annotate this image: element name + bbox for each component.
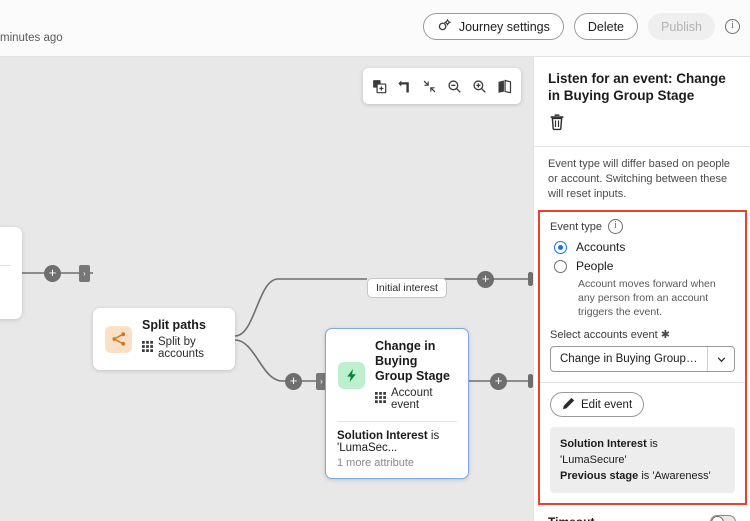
change-in-buying-group-stage-node[interactable]: Change in Buying Group Stage Account eve… — [325, 328, 469, 479]
accounts-event-select-value: Change in Buying Group Stage — [560, 353, 707, 365]
radio-people-indicator[interactable] — [554, 259, 567, 273]
top-bar: minutes ago Journey settings Delete — [0, 0, 750, 57]
chevron-down-icon[interactable] — [707, 347, 734, 371]
journey-settings-button[interactable]: Journey settings — [422, 13, 564, 40]
required-indicator: ✱ — [660, 329, 670, 341]
event-conditions-summary: Solution Interest is 'LumaSecure' Previo… — [550, 427, 735, 493]
panel-actions — [534, 104, 750, 146]
event-node-subtitle-row: Account event — [375, 387, 456, 411]
summary-attribute-name: Previous stage — [560, 470, 639, 482]
radio-accounts[interactable]: Accounts — [554, 240, 735, 254]
summary-attribute-name: Solution Interest — [560, 438, 647, 450]
event-node-attribute-name: Solution Interest — [337, 430, 428, 442]
accounts-event-select[interactable]: Change in Buying Group Stage — [550, 346, 735, 372]
event-type-highlight-region: Event type i Accounts People Account mov… — [538, 210, 747, 505]
timeout-section-header: Timeout — [534, 505, 750, 521]
minimap-icon[interactable] — [494, 75, 516, 97]
select-accounts-event-label: Select accounts event ✱ — [550, 328, 735, 341]
saved-status: minutes ago — [0, 32, 63, 44]
event-node-more-attributes[interactable]: 1 more attribute — [337, 457, 415, 469]
event-node-subtitle: Account event — [391, 387, 433, 411]
add-step-button-1[interactable]: + — [44, 265, 61, 282]
gear-icon — [437, 18, 452, 36]
expand-chevron-1[interactable]: › — [79, 265, 90, 282]
summary-attribute-value: is 'LumaSecure' — [560, 438, 658, 466]
event-config-panel: Listen for an event: Change in Buying Gr… — [533, 57, 750, 521]
add-step-button-4[interactable]: + — [490, 373, 507, 390]
expand-chevron-2[interactable]: › — [316, 373, 327, 390]
split-paths-node[interactable]: Split paths Split by accounts — [93, 308, 235, 370]
select-label-text: Select accounts event — [550, 329, 658, 341]
timeout-title: Timeout — [548, 515, 594, 521]
pencil-icon — [562, 397, 575, 413]
branch-label-initial-interest[interactable]: Initial interest — [367, 278, 447, 298]
event-node-title-line1: Change in Buying — [375, 339, 436, 368]
add-step-button-2[interactable]: + — [477, 271, 494, 288]
radio-people[interactable]: People — [554, 259, 735, 273]
split-paths-icon — [105, 325, 132, 353]
journey-canvas[interactable]: + › Split paths — [0, 57, 533, 521]
grid-icon — [375, 392, 386, 406]
split-paths-subtitle-row: Split by accounts — [142, 336, 223, 360]
event-bolt-icon — [338, 361, 365, 389]
timeout-toggle[interactable] — [710, 515, 736, 521]
node-divider — [337, 421, 457, 422]
journey-settings-label: Journey settings — [458, 19, 550, 34]
fit-to-screen-icon[interactable] — [419, 75, 441, 97]
duplicate-node-icon[interactable] — [369, 75, 391, 97]
event-node-attribute-value: is 'LumaSec... — [337, 430, 440, 454]
radio-accounts-indicator[interactable] — [554, 240, 567, 254]
panel-description: Event type will differ based on people o… — [548, 158, 731, 200]
grid-icon — [142, 341, 153, 355]
radio-people-label: People — [576, 259, 614, 273]
summary-attribute-value: is 'Awareness' — [638, 470, 711, 482]
canvas-toolbar — [363, 68, 521, 104]
event-type-label: Event type — [550, 220, 602, 233]
split-paths-title: Split paths — [142, 318, 206, 332]
radio-accounts-label: Accounts — [576, 240, 626, 254]
publish-button[interactable]: Publish — [648, 13, 715, 40]
edit-event-label: Edit event — [581, 398, 633, 411]
event-type-info-icon[interactable]: i — [607, 219, 623, 234]
split-paths-subtitle: Split by accounts — [158, 336, 205, 360]
event-node-title-line2: Group Stage — [375, 369, 451, 383]
publish-label: Publish — [661, 19, 702, 34]
panel-separator — [534, 146, 750, 147]
trash-icon[interactable] — [548, 113, 566, 131]
event-node-attribute: Solution Interest is 'LumaSec... — [337, 430, 457, 454]
summary-row: Solution Interest is 'LumaSecure' — [560, 436, 725, 468]
entry-node-partial[interactable] — [0, 227, 22, 319]
event-type-field: Event type i — [550, 219, 735, 234]
panel-title: Listen for an event: Change in Buying Gr… — [548, 71, 726, 103]
zoom-in-icon[interactable] — [469, 75, 491, 97]
radio-help-text: Account moves forward when any person fr… — [578, 278, 716, 318]
delete-label: Delete — [587, 19, 624, 34]
summary-row: Previous stage is 'Awareness' — [560, 468, 725, 484]
top-bar-actions: Journey settings Delete Publish i — [422, 13, 740, 40]
undo-icon[interactable] — [394, 75, 416, 97]
zoom-out-icon[interactable] — [444, 75, 466, 97]
info-icon[interactable]: i — [725, 19, 740, 34]
edit-event-button[interactable]: Edit event — [550, 392, 645, 417]
delete-button[interactable]: Delete — [573, 13, 638, 40]
add-step-button-3[interactable]: + — [285, 373, 302, 390]
highlight-separator — [540, 382, 745, 383]
